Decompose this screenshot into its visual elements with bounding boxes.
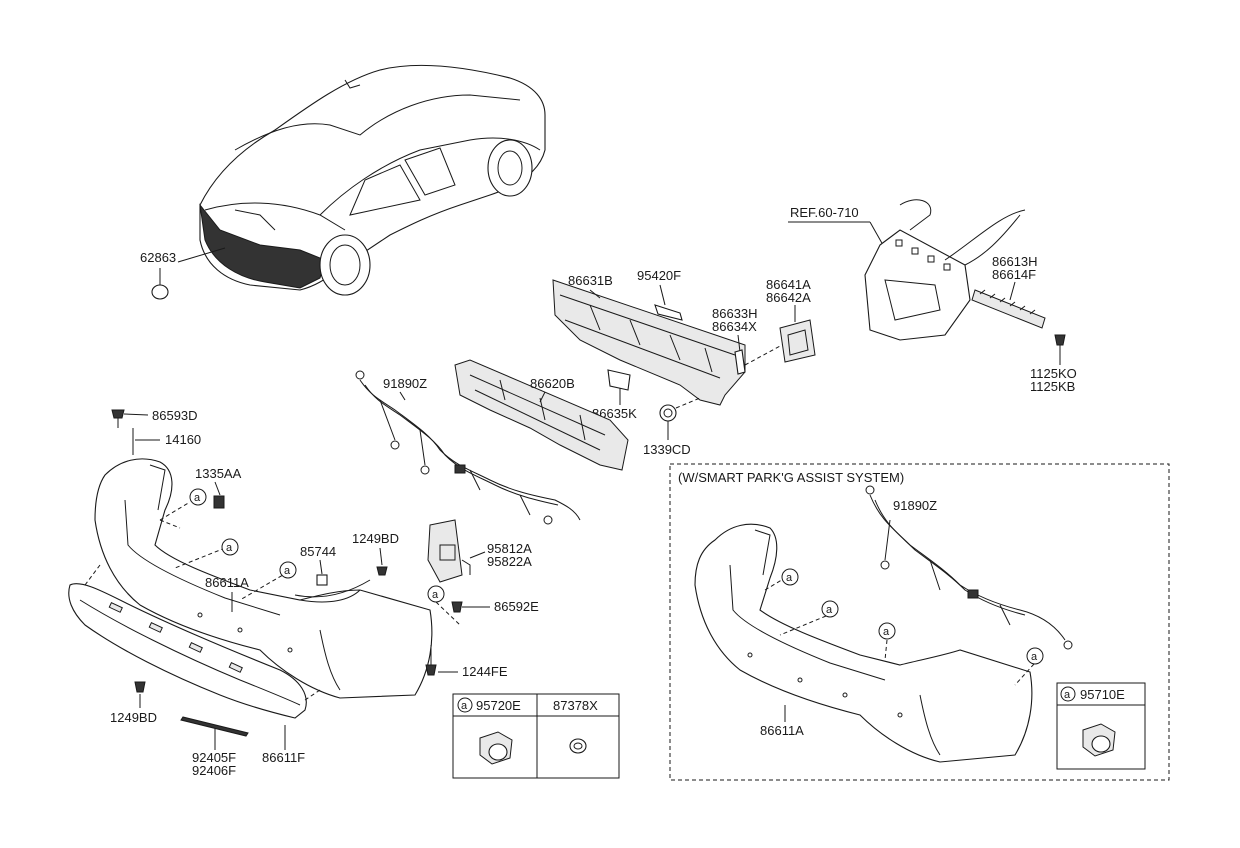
callout-a-b3: a [878,622,896,640]
part-label-86614F: 86614F [992,267,1036,282]
table-callout-a: a [461,700,468,712]
bumper-cover-86611A [94,458,433,699]
svg-text:a: a [1031,651,1038,663]
car-illustration [151,64,546,300]
lower-garnish-86611F [68,583,307,719]
callout-a-3: a [279,561,297,579]
part-label-91890Z: 91890Z [383,376,427,391]
part-label-1339CD: 1339CD [643,442,691,457]
part-label-62863: 62863 [140,250,176,265]
callout-a-b1: a [781,568,799,586]
screw-1244FE [425,664,437,676]
part-label-1244FE: 1244FE [462,664,508,679]
bracket-86633H [734,349,746,375]
part-label-95420F: 95420F [637,268,681,283]
part-label-86593D: 86593D [152,408,198,423]
parts-table: a 95720E 87378X [452,693,620,779]
callout-a-b4: a [1026,647,1044,665]
part-label-85744: 85744 [300,544,336,559]
part-label-86631B: 86631B [568,273,613,288]
bolt-1249BD-top [376,566,388,576]
table-b-callout-a: a [1064,689,1071,701]
strip-86613H [971,289,1046,329]
part-label-91890Z-b: 91890Z [893,498,937,513]
part-label-1249BD-bottom: 1249BD [110,710,157,725]
part-label-86642A: 86642A [766,290,811,305]
part-label-1125KO: 1125KO [1030,366,1077,381]
smart-park-box [669,463,1170,781]
svg-text:a: a [883,626,890,638]
trim-92405F [180,716,249,737]
clip-86593D [111,409,125,419]
part-label-86633H: 86633H [712,306,758,321]
wiring-harness-91890Z-b [865,485,1073,650]
svg-text:a: a [826,604,833,616]
wiring-harness-91890Z [355,370,581,525]
part-label-86611A-b: 86611A [760,723,804,738]
smart-park-label: (W/SMART PARK'G ASSIST SYSTEM) [678,470,904,485]
part-label-92406F: 92406F [192,763,236,778]
part-label-86611A: 86611A [205,575,249,590]
svg-text:a: a [432,589,439,601]
part-label-95812A: 95812A [487,541,532,556]
bumper-cover-86611A-b [694,523,1033,763]
svg-text:a: a [786,572,793,584]
absorber-86620B [454,359,629,471]
clip-86592E [451,601,463,613]
part-label-86613H: 86613H [992,254,1038,269]
part-label-86620B: 86620B [530,376,575,391]
part-label-86592E: 86592E [494,599,539,614]
ref-label: REF.60-710 [790,205,859,220]
part-label-95710E: 95710E [1080,687,1125,702]
bracket-86641A [779,319,816,363]
callout-a-b2: a [821,600,839,618]
bracket-85744 [316,574,328,586]
svg-text:a: a [284,565,291,577]
sensor-bracket-95812A [427,519,471,583]
part-label-92405F: 92405F [192,750,236,765]
parts-table-b: a 95710E [1056,682,1146,770]
part-label-14160: 14160 [165,432,201,447]
part-label-86634X: 86634X [712,319,757,334]
ring-87378X [569,738,587,754]
nut-1339CD [659,404,677,422]
bracket-86635K [607,369,631,391]
side-bracket [864,199,1026,341]
part-label-95720E: 95720E [476,698,521,713]
part-label-1335AA: 1335AA [195,466,242,481]
bolt-1249BD-bottom [134,681,146,693]
part-label-1249BD-top: 1249BD [352,531,399,546]
callout-a-1: a [189,488,207,506]
svg-text:a: a [194,492,201,504]
callout-a-4: a [427,585,445,603]
svg-text:a: a [226,542,233,554]
part-label-87378X: 87378X [553,698,598,713]
part-label-86641A: 86641A [766,277,811,292]
part-label-86611F: 86611F [262,750,305,765]
screw-1125KO [1054,334,1066,346]
clip-95420F [654,304,683,321]
clip-1335AA [213,495,225,509]
callout-a-2: a [221,538,239,556]
part-label-1125KB: 1125KB [1030,379,1075,394]
part-label-95822A: 95822A [487,554,532,569]
back-beam-86631B [552,279,746,406]
